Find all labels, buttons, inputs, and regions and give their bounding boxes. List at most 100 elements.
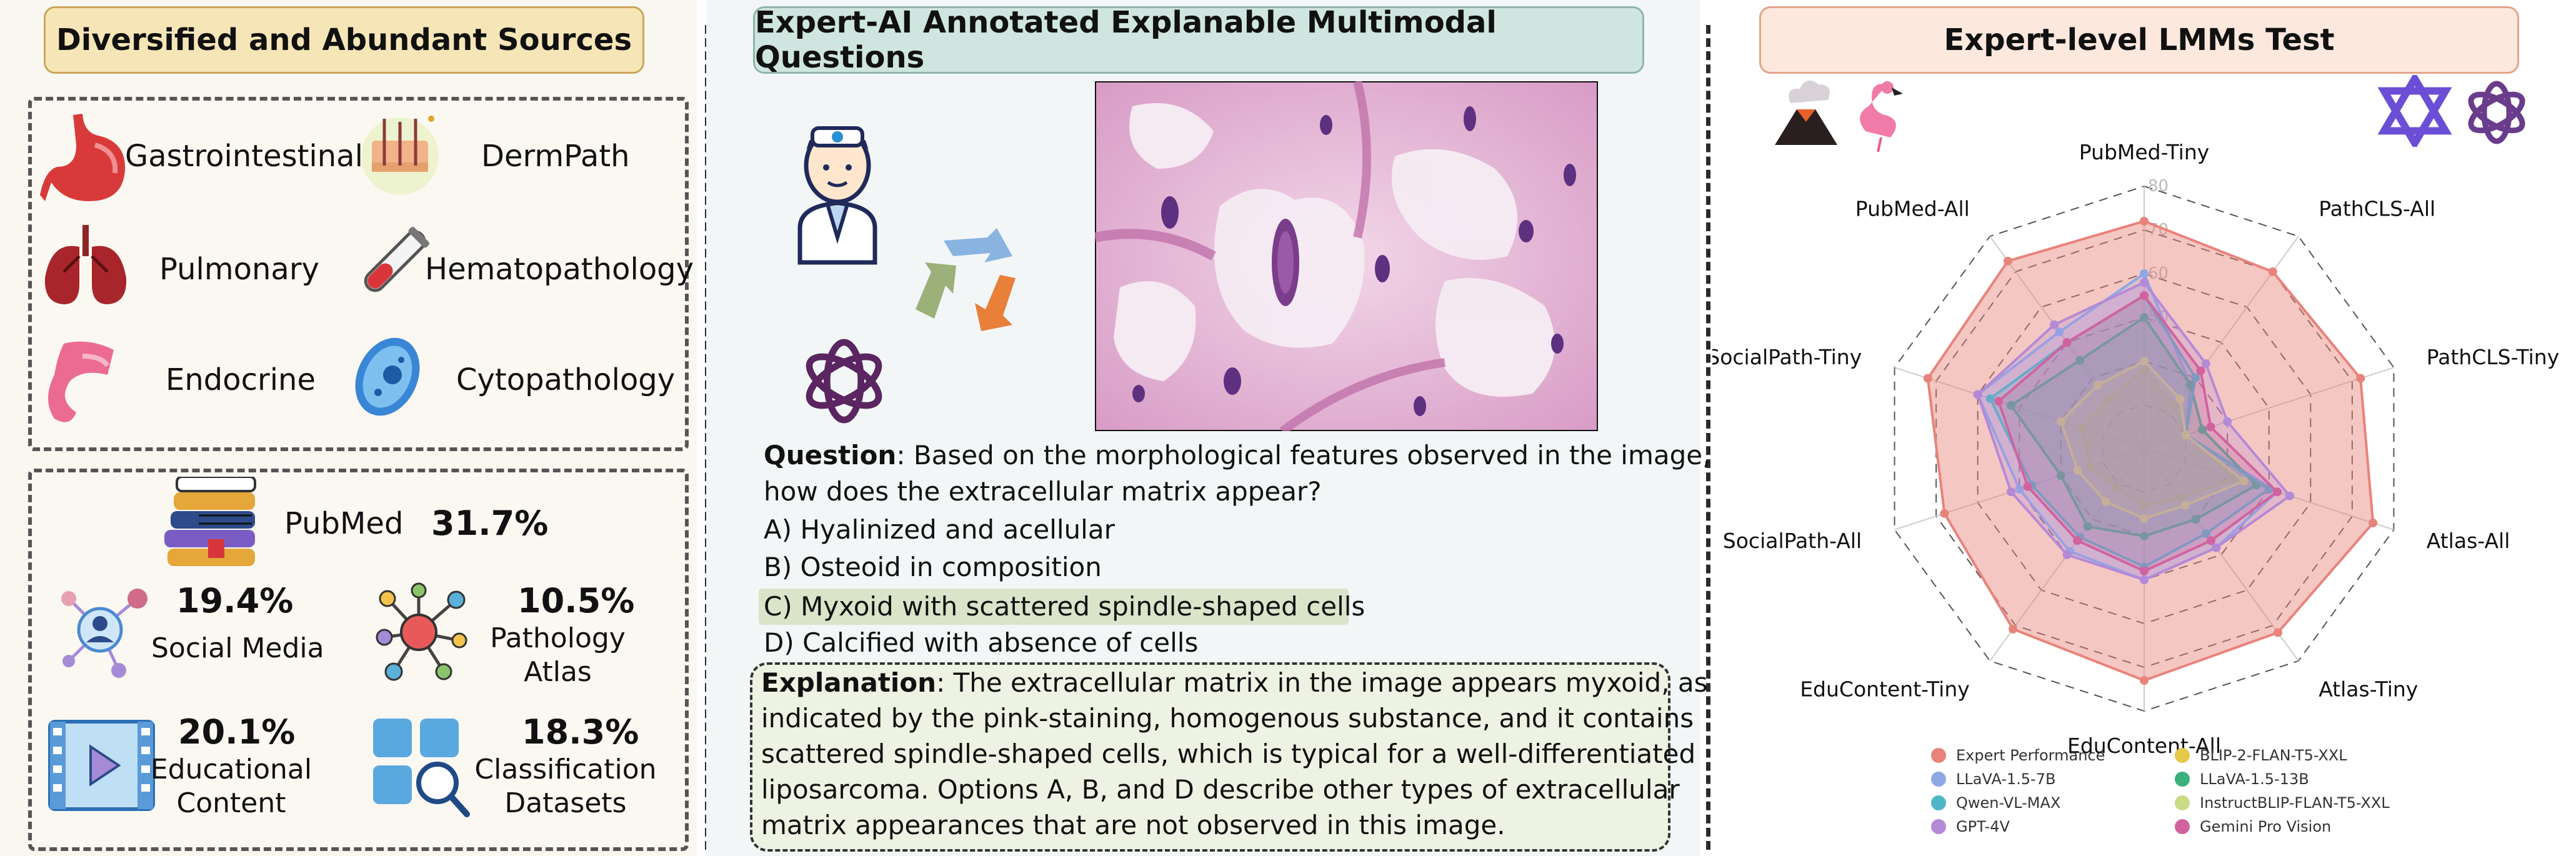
lungs-icon [44,225,127,304]
radar-data-point [2111,483,2120,492]
label-gastrointestinal: Gastrointestinal [125,139,363,174]
radar-data-point [1973,390,1982,399]
radar-data-point [1994,397,2003,406]
legend-swatch [1931,819,1946,834]
openai-logo-icon [806,339,882,424]
label-educational-line1: Educational [150,754,312,785]
label-hematopathology: Hematopathology [425,252,694,287]
radar-data-point [2198,425,2207,434]
social-media-percentage: 19.4% [176,581,294,620]
radar-data-point [2075,356,2085,365]
legend-swatch [1931,795,1946,810]
legend-swatch [1931,748,1946,763]
radar-data-point [2006,401,2015,410]
radar-data-point [2268,267,2277,276]
option-d: D) Calcified with absence of cells [764,627,1199,658]
radar-data-point [2140,366,2149,374]
skin-tissue-icon [361,116,439,195]
radar-data-point [2003,256,2012,266]
radar-data-point [2140,291,2149,300]
dataset-search-icon [373,719,470,817]
radar-data-point [2212,543,2221,552]
educational-content-percentage: 20.1% [178,712,296,752]
explanation-line5: matrix appearances that are not observed… [761,810,1505,840]
radar-data-point [2073,465,2082,475]
radar-data-point [2206,536,2215,545]
legend-swatch [2175,819,2190,834]
radar-data-point [2101,497,2110,506]
radar-data-point [2186,381,2195,390]
legend-entry: Qwen-VL-MAX [1931,794,2060,812]
legend-label: Expert Performance [1956,747,2105,764]
radar-data-point [2140,532,2149,540]
radar-data-point [2273,628,2282,637]
legend-entry: BLIP-2-FLAN-T5-XXL [2175,747,2347,764]
radar-axis-label: PathCLS-All [2319,197,2435,221]
label-educational-line2: Content [176,787,286,819]
radar-axis-label: PubMed-All [1855,197,1970,221]
explanation-line4: liposarcoma. Options A, B, and D describ… [761,774,1680,805]
radar-data-point [2140,217,2149,226]
legend-entry: InstructBLIP-FLAN-T5-XXL [2175,794,2390,812]
radar-axis-label: Atlas-Tiny [2319,677,2418,701]
explanation-line3: scattered spindle-shaped cells, which is… [761,739,1696,769]
radar-data-point [2140,278,2149,287]
radar-data-point [2191,515,2200,524]
radar-data-point [2140,357,2149,366]
legend-label: GPT-4V [1956,818,2010,835]
radar-data-point [1940,509,1949,518]
radar-tick-label: 60 [2148,264,2169,283]
radar-data-point [2175,394,2185,404]
legend-entry: GPT-4V [1931,818,2010,835]
volcano-logo-icon [1775,80,1837,145]
radar-data-point [2073,536,2082,545]
divider-right [1706,25,1710,850]
radar-data-point [2009,624,2018,634]
radar-data-point [2285,491,2295,500]
pathology-atlas-percentage: 10.5% [517,581,635,620]
radar-data-point [2049,320,2059,329]
explanation-label: Explanation [761,667,937,698]
radar-data-point [2093,381,2102,390]
label-pathology-atlas-line1: Pathology [490,622,626,654]
sources-title: Diversified and Abundant Sources [44,6,644,74]
radar-data-point [2077,424,2087,433]
test-tube-icon [364,227,429,292]
explanation-line1: Explanation: The extracellular matrix in… [761,665,1708,701]
legend-entry: Expert Performance [1931,747,2105,764]
radar-axis-label: SocialPath-Tiny [1712,345,1862,369]
openai-gpt-logo-icon [2468,81,2525,144]
legend-swatch [2175,795,2190,810]
radar-data-point [2181,430,2190,440]
radar-spoke [2144,448,2299,662]
radar-data-point [2140,313,2149,322]
radar-data-point [2175,494,2185,503]
radar-data-point [2196,366,2205,376]
social-network-icon [61,589,147,678]
option-b: B) Osteoid in composition [764,552,1102,582]
radar-axis-label: PubMed-Tiny [2079,140,2210,164]
radar-axis-label: PathCLS-Tiny [2427,345,2560,369]
radar-data-point [2104,394,2113,404]
radar-data-point [2140,514,2149,523]
radar-data-point [2140,575,2149,584]
flamingo-logo-icon [1860,81,1903,152]
label-dermpath: DermPath [481,139,630,174]
explanation-body-1: : The extracellular matrix in the image … [936,667,1708,698]
radar-spoke [1894,367,2145,449]
radar-data-point [2083,522,2092,531]
radar-data-point [2056,417,2065,426]
radar-data-point [2085,462,2095,471]
radar-data-point [2062,338,2072,347]
label-pathology-atlas-line2: Atlas [524,656,592,688]
radar-data-point [2191,373,2200,382]
legend-swatch [2175,772,2190,787]
radar-axis-label: Atlas-All [2427,529,2510,553]
radar-data-point [2062,550,2072,559]
questions-title: Expert-AI Annotated Explanable Multimoda… [753,5,1644,75]
radar-data-point [2140,567,2149,575]
radar-data-point [2239,476,2249,485]
cell-icon [355,337,420,416]
radar-data-point [2201,529,2210,538]
